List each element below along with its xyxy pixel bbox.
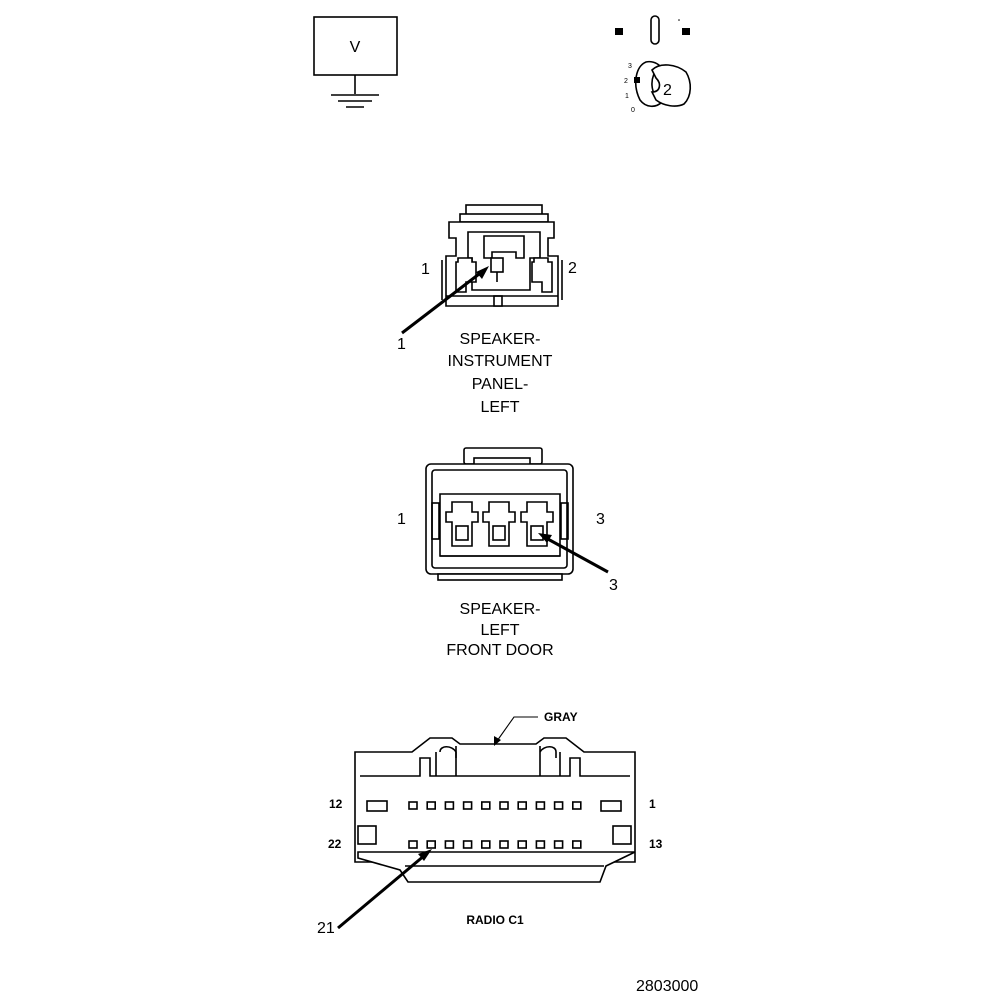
front-door-title-line-2: LEFT [480, 622, 519, 639]
radio-pin-cavity [444, 840, 455, 849]
ignition-position-1: 1 [625, 93, 629, 100]
voltmeter-label: V [350, 39, 361, 56]
radio-pin-row-top [408, 801, 582, 810]
radio-pin-bottom-right: 13 [649, 837, 663, 851]
radio-pin-cavity [553, 801, 564, 810]
ignition-position-2: 2 [624, 78, 628, 85]
radio-title: RADIO C1 [466, 913, 524, 927]
figure-number: 2803000 [636, 978, 698, 995]
radio-pin-cavity [426, 840, 437, 849]
ignition-key-icon [634, 60, 692, 108]
ip-left-title-line-4: LEFT [480, 399, 519, 416]
terminal-left-icon [615, 28, 623, 35]
radio-pin-cavity [462, 801, 473, 810]
radio-pin-cavity [444, 801, 455, 810]
radio-pin-cavity [408, 840, 418, 849]
radio-pin-bottom-left: 22 [328, 837, 342, 851]
radio-pin-cavity [571, 840, 582, 849]
radio-pin-cavity [499, 840, 509, 849]
color-leader-line [496, 716, 538, 742]
ground-icon [331, 94, 379, 108]
arrow-head-icon [418, 849, 432, 861]
radio-pin-cavity [571, 801, 582, 810]
ip-left-pin-right: 2 [568, 260, 577, 277]
front-door-title-line-3: FRONT DOOR [446, 642, 553, 659]
ip-left-title-line-1: SPEAKER- [460, 331, 541, 348]
connector-radio-c1 [337, 716, 636, 930]
ignition-position-0: 0 [631, 107, 635, 114]
voltmeter-symbol: V [313, 16, 398, 108]
cavity-2 [482, 501, 516, 547]
arrow-head-icon [538, 533, 552, 543]
radio-callout: 21 [317, 920, 335, 937]
fuse-icon [650, 15, 660, 45]
radio-pin-cavity [426, 801, 437, 810]
callout-arrow [545, 536, 609, 574]
radio-pin-cavity [480, 840, 491, 849]
callout-arrow [401, 269, 484, 335]
cavity-2 [531, 257, 553, 293]
ignition-position-3: 3 [628, 63, 632, 70]
radio-pin-cavity [517, 840, 528, 849]
ip-left-pin-left: 1 [421, 261, 430, 278]
radio-pin-cavity [553, 840, 564, 849]
terminal-right-icon [682, 28, 690, 35]
radio-pin-cavity [462, 840, 473, 849]
ip-left-title-line-2: INSTRUMENT [448, 353, 553, 370]
radio-pin-top-right: 1 [649, 797, 656, 811]
front-door-pin-right: 3 [596, 511, 605, 528]
ip-left-title-line-3: PANEL- [472, 376, 529, 393]
cavity-1 [455, 257, 477, 293]
radio-pin-cavity [480, 801, 491, 810]
voltmeter-box [313, 16, 398, 76]
radio-pin-row-bottom [408, 840, 582, 849]
radio-pin-cavity [517, 801, 528, 810]
ip-left-callout: 1 [397, 336, 406, 353]
arrow-head-icon [476, 266, 489, 279]
front-door-pin-left: 1 [397, 511, 406, 528]
ip-left-title: SPEAKER- INSTRUMENT PANEL- LEFT [448, 331, 553, 416]
connector-speaker-ip-left [401, 204, 563, 335]
radio-pin-cavity [535, 840, 546, 849]
ignition-label: 2 [663, 82, 672, 99]
connector-speaker-front-door [425, 447, 609, 581]
radio-pin-cavity [535, 801, 546, 810]
ignition-switch-symbol: 3 2 1 0 2 [615, 15, 692, 114]
front-door-callout: 3 [609, 577, 618, 594]
callout-arrow [337, 853, 426, 930]
radio-pin-top-left: 12 [329, 797, 343, 811]
front-door-title-line-1: SPEAKER- [460, 601, 541, 618]
radio-color-label: GRAY [544, 710, 578, 724]
cavity-1 [445, 501, 479, 547]
radio-pin-cavity [499, 801, 509, 810]
radio-pin-cavity [408, 801, 418, 810]
front-door-title: SPEAKER- LEFT FRONT DOOR [446, 601, 553, 659]
leader-arrow-icon [494, 736, 501, 746]
